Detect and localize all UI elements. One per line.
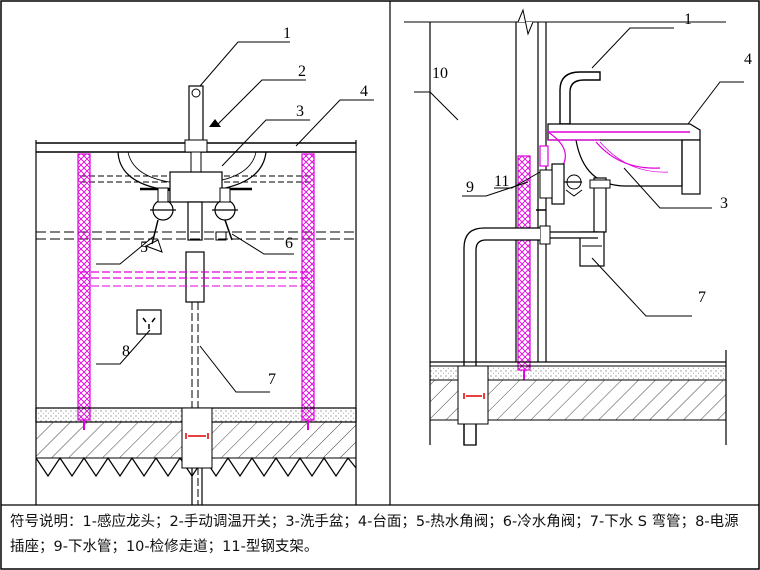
sensor-faucet-side	[559, 71, 601, 125]
steel-post-left	[77, 153, 91, 421]
steel-frame-rails	[80, 271, 312, 287]
callout-6-front: 6	[285, 235, 293, 252]
side-section-view	[404, 8, 744, 446]
front-elevation-view	[35, 41, 374, 505]
power-socket	[136, 309, 162, 335]
valves-side	[536, 163, 583, 211]
cold-water-valve	[212, 187, 238, 241]
callout-7-front: 7	[268, 371, 276, 388]
floor-slab-front	[35, 407, 357, 505]
callout-3-side: 3	[720, 195, 728, 212]
callout-8-front: 8	[122, 343, 130, 360]
steel-post-right	[301, 153, 315, 421]
s-trap-side	[579, 177, 611, 267]
callout-5-front: 5	[140, 239, 148, 256]
temperature-knob	[209, 119, 221, 127]
s-trap	[187, 201, 203, 241]
wash-basin-side	[575, 139, 683, 187]
callout-9-side: 9	[466, 179, 474, 196]
callout-3-front: 3	[296, 103, 304, 120]
symbol-legend: 符号说明：1-感应龙头；2-手动调温开关；3-洗手盆；4-台面；5-热水角阀；6…	[10, 514, 739, 555]
callout-2-front: 2	[298, 63, 306, 80]
pipework-front	[80, 171, 312, 505]
callout-1-side: 1	[684, 11, 692, 28]
callout-10-side: 10	[432, 65, 448, 82]
callout-4-front: 4	[360, 83, 368, 100]
leaders-side	[414, 27, 744, 317]
floor-slab-side	[429, 350, 727, 445]
steel-bracket	[517, 131, 690, 380]
sensor-faucet	[184, 85, 208, 177]
callout-4-side: 4	[744, 51, 752, 68]
callout-1-front: 1	[283, 25, 291, 42]
callout-7-side: 7	[698, 289, 706, 306]
leaders-front	[96, 41, 374, 393]
callout-11-side: 11	[494, 173, 509, 190]
